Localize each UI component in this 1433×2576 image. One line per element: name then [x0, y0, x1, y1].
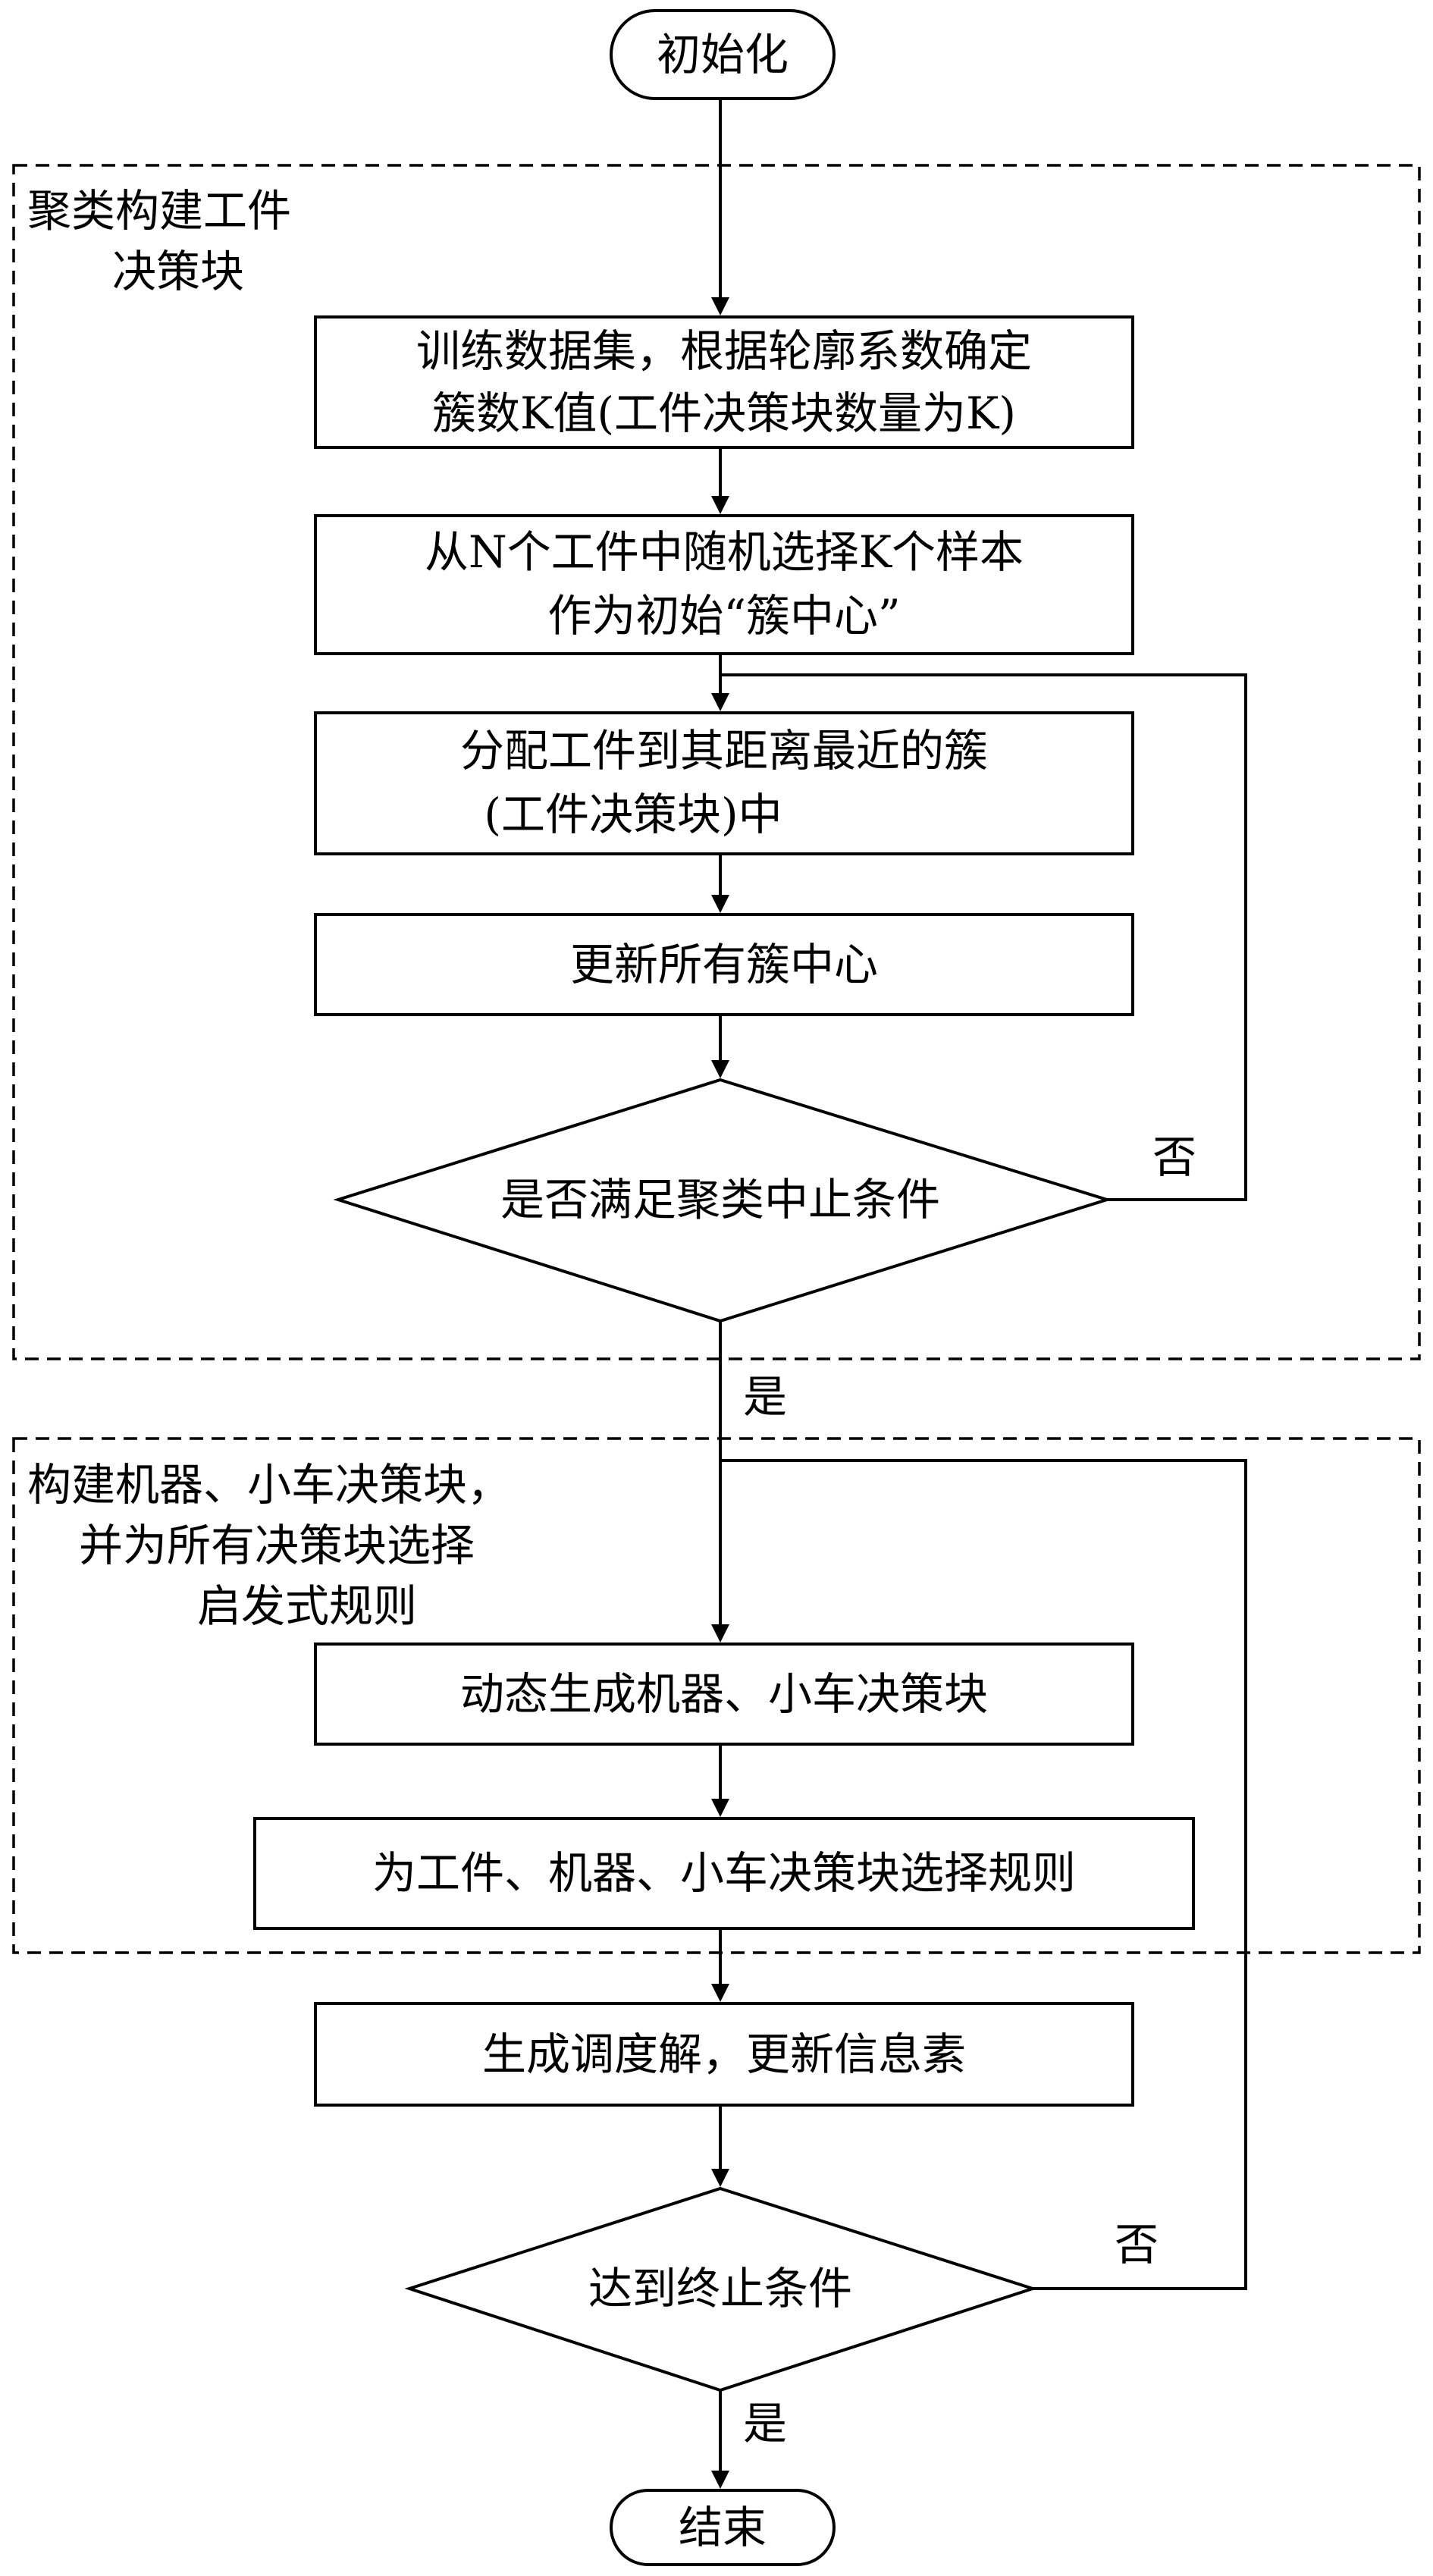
- arrow-solution-check: [711, 2169, 729, 2187]
- train-process-line-1: 训练数据集，根据轮廓系数确定: [416, 325, 1032, 377]
- cluster-no-label: 否: [1152, 1131, 1196, 1183]
- gen-solution-process-label: 生成调度解，更新信息素: [482, 2028, 966, 2080]
- cluster-stop-decision: [333, 1078, 1112, 1323]
- edge-stop-no-loop: [720, 1459, 1247, 2290]
- cluster-stop-decision-label: 是否满足聚类中止条件: [500, 1174, 940, 1225]
- decision-group-title-line-2: 并为所有决策块选择: [79, 1520, 475, 1571]
- select-centers-process-line-2: 作为初始“簇中心”: [547, 590, 900, 642]
- arrow-select-assign: [711, 693, 729, 711]
- connectors: [711, 99, 1247, 2489]
- cluster-yes-label: 是: [743, 1371, 787, 1423]
- assign-process-line-1: 分配工件到其距离最近的簇: [460, 725, 988, 777]
- cluster-group-title-line-1: 聚类构建工件: [27, 185, 291, 237]
- update-centers-process-label: 更新所有簇中心: [570, 939, 878, 990]
- arrow-train-select: [711, 496, 729, 514]
- train-process: [314, 315, 1134, 449]
- arrow-rules-solution: [711, 1984, 729, 2002]
- arrow-update-check: [711, 1060, 729, 1078]
- decision-group-title-line-3: 启发式规则: [197, 1580, 417, 1632]
- assign-process-line-2: (工件决策块)中: [484, 789, 782, 840]
- arrow-assign-update: [711, 895, 729, 913]
- select-centers-process: [314, 514, 1134, 655]
- stop-decision: [404, 2186, 1038, 2392]
- select-rules-process-label: 为工件、机器、小车决策块选择规则: [372, 1847, 1076, 1899]
- init-terminal-label: 初始化: [657, 29, 789, 80]
- stop-yes-label: 是: [743, 2398, 787, 2449]
- gen-solution-process: [314, 2002, 1134, 2107]
- arrow-stop-yes: [711, 2471, 729, 2489]
- init-terminal: [610, 9, 836, 100]
- update-centers-process: [314, 913, 1134, 1016]
- assign-process: [314, 711, 1134, 855]
- gen-blocks-process-label: 动态生成机器、小车决策块: [460, 1668, 988, 1720]
- arrow-init-train: [711, 297, 729, 315]
- cluster-group-title-line-2: 决策块: [112, 246, 244, 297]
- end-terminal: [610, 2489, 836, 2566]
- stop-decision-label: 达到终止条件: [588, 2263, 852, 2314]
- arrow-cluster-yes: [711, 1624, 729, 1643]
- select-centers-process-line-1: 从N个工件中随机选择K个样本: [425, 526, 1024, 578]
- decision-group-frame: [12, 1437, 1421, 1954]
- arrow-genblocks-rules: [711, 1799, 729, 1817]
- gen-blocks-process: [314, 1643, 1134, 1746]
- select-rules-process: [253, 1817, 1195, 1930]
- train-process-line-2: 簇数K值(工件决策块数量为K): [432, 387, 1016, 439]
- stop-no-label: 否: [1115, 2219, 1159, 2270]
- edge-cluster-no-loop: [720, 673, 1247, 1201]
- cluster-group-frame: [12, 164, 1421, 1360]
- decision-group-title-line-1: 构建机器、小车决策块，: [27, 1459, 511, 1511]
- end-terminal-label: 结束: [679, 2502, 767, 2553]
